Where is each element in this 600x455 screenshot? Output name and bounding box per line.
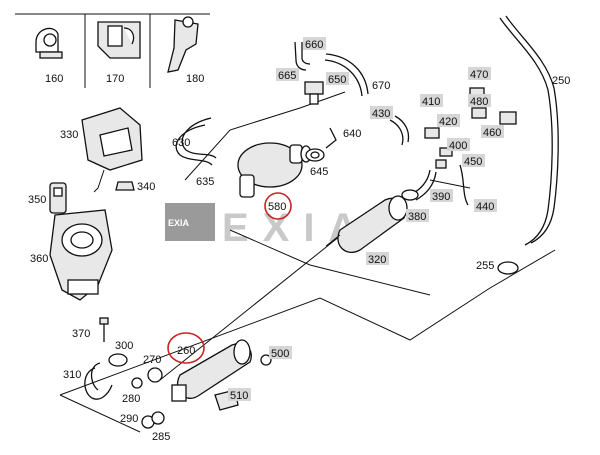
part-320-filter bbox=[325, 195, 408, 253]
label-460: 460 bbox=[483, 127, 501, 139]
label-635: 635 bbox=[196, 176, 214, 188]
part-645-clamp bbox=[305, 148, 325, 162]
label-430: 430 bbox=[372, 108, 390, 120]
boxed-labels: 660 665 650 410 430 420 400 450 470 480 … bbox=[228, 37, 504, 402]
part-310-hose bbox=[84, 362, 113, 400]
label-580: 580 bbox=[268, 201, 286, 213]
part-250-pipe bbox=[499, 15, 559, 246]
label-340: 340 bbox=[137, 181, 155, 193]
part-340-nut bbox=[115, 181, 135, 191]
label-480: 480 bbox=[470, 96, 488, 108]
part-260-pump bbox=[171, 339, 252, 402]
label-400: 400 bbox=[449, 140, 467, 152]
label-250: 250 bbox=[552, 75, 570, 87]
part-180-bracket bbox=[167, 16, 199, 73]
label-410: 410 bbox=[422, 96, 440, 108]
label-645: 645 bbox=[310, 166, 328, 178]
label-390: 390 bbox=[432, 191, 450, 203]
label-180: 180 bbox=[186, 73, 204, 85]
watermark-logo-text: EXIA bbox=[168, 218, 190, 228]
part-350-buffer bbox=[49, 182, 67, 214]
label-160: 160 bbox=[45, 73, 63, 85]
callout-grid bbox=[15, 13, 210, 88]
part-170-bracket bbox=[97, 21, 141, 59]
part-330-bracket bbox=[81, 107, 143, 193]
assembly-outline bbox=[59, 91, 556, 433]
label-170: 170 bbox=[106, 73, 124, 85]
label-665: 665 bbox=[278, 70, 296, 82]
highlight-260 bbox=[167, 332, 205, 364]
label-300: 300 bbox=[115, 340, 133, 352]
part-270-nut bbox=[147, 367, 163, 383]
label-270: 270 bbox=[143, 354, 161, 366]
part-160-clip bbox=[35, 27, 63, 59]
label-660: 660 bbox=[305, 39, 323, 51]
part-370-bolt bbox=[99, 317, 109, 342]
part-640-clamp bbox=[325, 127, 337, 149]
part-660-hose bbox=[294, 41, 311, 71]
part-380-clamp bbox=[401, 189, 419, 201]
part-255-clamp bbox=[497, 261, 519, 275]
label-500: 500 bbox=[271, 348, 289, 360]
label-630: 630 bbox=[172, 137, 190, 149]
label-320: 320 bbox=[368, 254, 386, 266]
label-285: 285 bbox=[152, 431, 170, 443]
label-380: 380 bbox=[408, 211, 426, 223]
label-470: 470 bbox=[470, 69, 488, 81]
label-510: 510 bbox=[230, 390, 248, 402]
label-650: 650 bbox=[328, 74, 346, 86]
label-360: 360 bbox=[30, 253, 48, 265]
part-420-fitting bbox=[424, 127, 440, 139]
part-400-fitting bbox=[435, 147, 453, 169]
part-300-clamp bbox=[108, 353, 128, 367]
label-310: 310 bbox=[63, 369, 81, 381]
part-650-fitting bbox=[304, 81, 324, 105]
part-670-hose bbox=[324, 53, 369, 97]
label-350: 350 bbox=[28, 194, 46, 206]
part-280-washer bbox=[131, 377, 143, 389]
label-255: 255 bbox=[476, 260, 494, 272]
label-330: 330 bbox=[60, 129, 78, 141]
part-285-nut bbox=[151, 411, 165, 425]
part-580-damper bbox=[237, 142, 312, 198]
label-640: 640 bbox=[343, 128, 361, 140]
label-370: 370 bbox=[72, 328, 90, 340]
label-670: 670 bbox=[372, 80, 390, 92]
plain-labels: 160 170 180 330 340 350 360 370 300 310 … bbox=[28, 73, 570, 443]
part-630-hose bbox=[175, 117, 217, 166]
label-290: 290 bbox=[120, 413, 138, 425]
part-430-hose bbox=[389, 115, 410, 146]
label-260: 260 bbox=[177, 345, 195, 357]
watermark: EXIA EXIA bbox=[165, 203, 357, 250]
label-450: 450 bbox=[464, 156, 482, 168]
label-280: 280 bbox=[122, 393, 140, 405]
label-420: 420 bbox=[439, 116, 457, 128]
highlight-580 bbox=[264, 192, 292, 220]
part-500-screw bbox=[260, 354, 272, 366]
part-360-clamp bbox=[49, 209, 113, 301]
label-440: 440 bbox=[476, 201, 494, 213]
part-440-hose bbox=[459, 164, 469, 206]
